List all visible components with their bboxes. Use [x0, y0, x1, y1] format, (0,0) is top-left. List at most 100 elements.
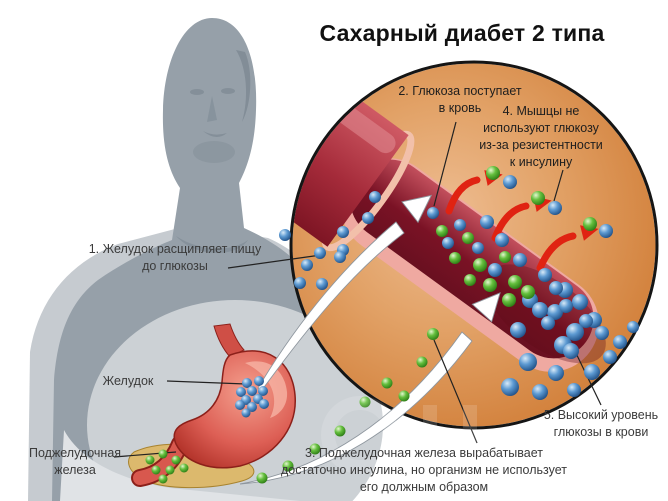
- insulin-molecule: [486, 166, 500, 180]
- glucose-molecule: [454, 219, 466, 231]
- pointer-stomach: [166, 380, 247, 385]
- glucose-molecule: [519, 353, 537, 371]
- insulin-molecule: [416, 356, 428, 368]
- glucose-molecule: [579, 314, 593, 328]
- label-stomach: Желудок: [102, 374, 154, 388]
- glucose-molecule: [513, 253, 527, 267]
- insulin-molecule: [427, 328, 439, 340]
- insulin-molecule: [309, 443, 321, 455]
- insulin-molecule: [158, 449, 168, 459]
- label-step1-stomach-breaks-food: 1. Желудок расщипляет пищу до глюкозы: [88, 242, 262, 273]
- glucose-molecule: [532, 302, 548, 318]
- glucose-molecule: [334, 251, 346, 263]
- glucose-molecule: [369, 191, 381, 203]
- label-step4-muscles-insulin-resistance: 4. Мышцы не используют глюкозу из-за рез…: [479, 104, 603, 169]
- insulin-molecule: [502, 293, 516, 307]
- molecule-spheres: [145, 166, 639, 484]
- glucose-molecule: [480, 215, 494, 229]
- glucose-molecule: [294, 277, 306, 289]
- esophagus: [213, 323, 245, 358]
- glucose-molecule: [337, 226, 349, 238]
- glucose-molecule: [258, 386, 268, 396]
- glucose-molecule: [442, 237, 454, 249]
- hip-highlight-shape: [60, 430, 300, 501]
- glucose-molecule: [495, 233, 509, 247]
- glucose-molecule: [572, 294, 588, 310]
- glucose-molecule: [563, 343, 579, 359]
- glucose-molecule: [548, 201, 562, 215]
- glucose-molecule: [488, 263, 502, 277]
- glucose-molecule: [503, 175, 517, 189]
- glucose-molecule: [242, 378, 252, 388]
- insulin-molecule: [583, 217, 597, 231]
- insulin-molecule: [359, 396, 371, 408]
- stomach-highlight: [245, 361, 288, 418]
- label-step2-glucose-enters-blood: 2. Глюкоза поступает в кровь: [398, 84, 522, 115]
- glucose-molecule: [627, 321, 639, 333]
- glucose-molecule: [362, 212, 374, 224]
- glucose-molecule: [538, 268, 552, 282]
- insulin-molecule: [464, 274, 476, 286]
- glucose-molecule: [547, 304, 563, 320]
- insulin-molecule: [483, 278, 497, 292]
- glucose-molecule: [247, 402, 257, 412]
- glucose-molecule: [235, 400, 245, 410]
- glucose-molecule: [566, 323, 584, 341]
- insulin-molecule: [179, 463, 189, 473]
- insulin-molecule: [334, 425, 346, 437]
- red-arrows-glucose-rejected: [445, 176, 577, 272]
- insulin-molecule: [398, 390, 410, 402]
- glucose-molecule: [613, 335, 627, 349]
- insulin-molecule: [473, 258, 487, 272]
- glucose-molecule: [236, 387, 246, 397]
- pointer-step2: [433, 121, 457, 207]
- insulin-molecule: [158, 474, 168, 484]
- glucose-molecule: [567, 383, 581, 397]
- glucose-molecule: [541, 316, 555, 330]
- glucose-molecule: [241, 408, 251, 418]
- watermark: [321, 396, 477, 474]
- glucose-molecule: [532, 384, 548, 400]
- glucose-molecule: [510, 322, 526, 338]
- insulin-molecule: [508, 275, 522, 289]
- white-arrow-pancreas-to-blood: [239, 292, 501, 485]
- glucose-molecule: [595, 326, 609, 340]
- vessel-tube: [292, 63, 409, 247]
- glucose-molecule: [247, 386, 257, 396]
- diagram-title: Сахарный диабет 2 типа: [319, 20, 605, 46]
- insulin-molecule: [531, 191, 545, 205]
- glucose-molecule: [584, 364, 600, 380]
- label-pancreas: Поджелудочная железа: [28, 446, 122, 477]
- insulin-molecule: [462, 232, 474, 244]
- pointer-step3: [433, 339, 478, 444]
- face-shading: [176, 50, 251, 254]
- glucose-molecule: [603, 350, 617, 364]
- glucose-molecule: [254, 376, 264, 386]
- pointer-step4: [553, 169, 564, 202]
- glucose-molecule: [501, 378, 519, 396]
- insulin-molecule: [256, 472, 268, 484]
- insulin-molecule: [171, 455, 181, 465]
- glucose-molecule: [559, 299, 573, 313]
- glucose-molecule: [427, 207, 439, 219]
- insulin-molecule: [449, 252, 461, 264]
- label-step3-pancreas-produces-insulin: 3. Поджелудочная железа вырабатывает дос…: [281, 446, 567, 494]
- glucose-molecule: [599, 224, 613, 238]
- glucose-molecule: [259, 399, 269, 409]
- insulin-molecule: [521, 285, 535, 299]
- glucose-molecule: [314, 247, 326, 259]
- glucose-molecule: [301, 259, 313, 271]
- insulin-molecule: [499, 251, 511, 263]
- duodenum: [133, 437, 187, 485]
- glucose-molecule: [279, 229, 291, 241]
- red-arrow-2: [491, 202, 530, 242]
- inset-border: [289, 60, 659, 430]
- glucose-molecule: [549, 281, 563, 295]
- pointer-step1: [227, 254, 322, 269]
- red-arrow-1: [445, 176, 481, 215]
- glucose-molecule: [548, 365, 564, 381]
- insulin-molecule: [145, 455, 155, 465]
- insulin-molecule: [381, 377, 393, 389]
